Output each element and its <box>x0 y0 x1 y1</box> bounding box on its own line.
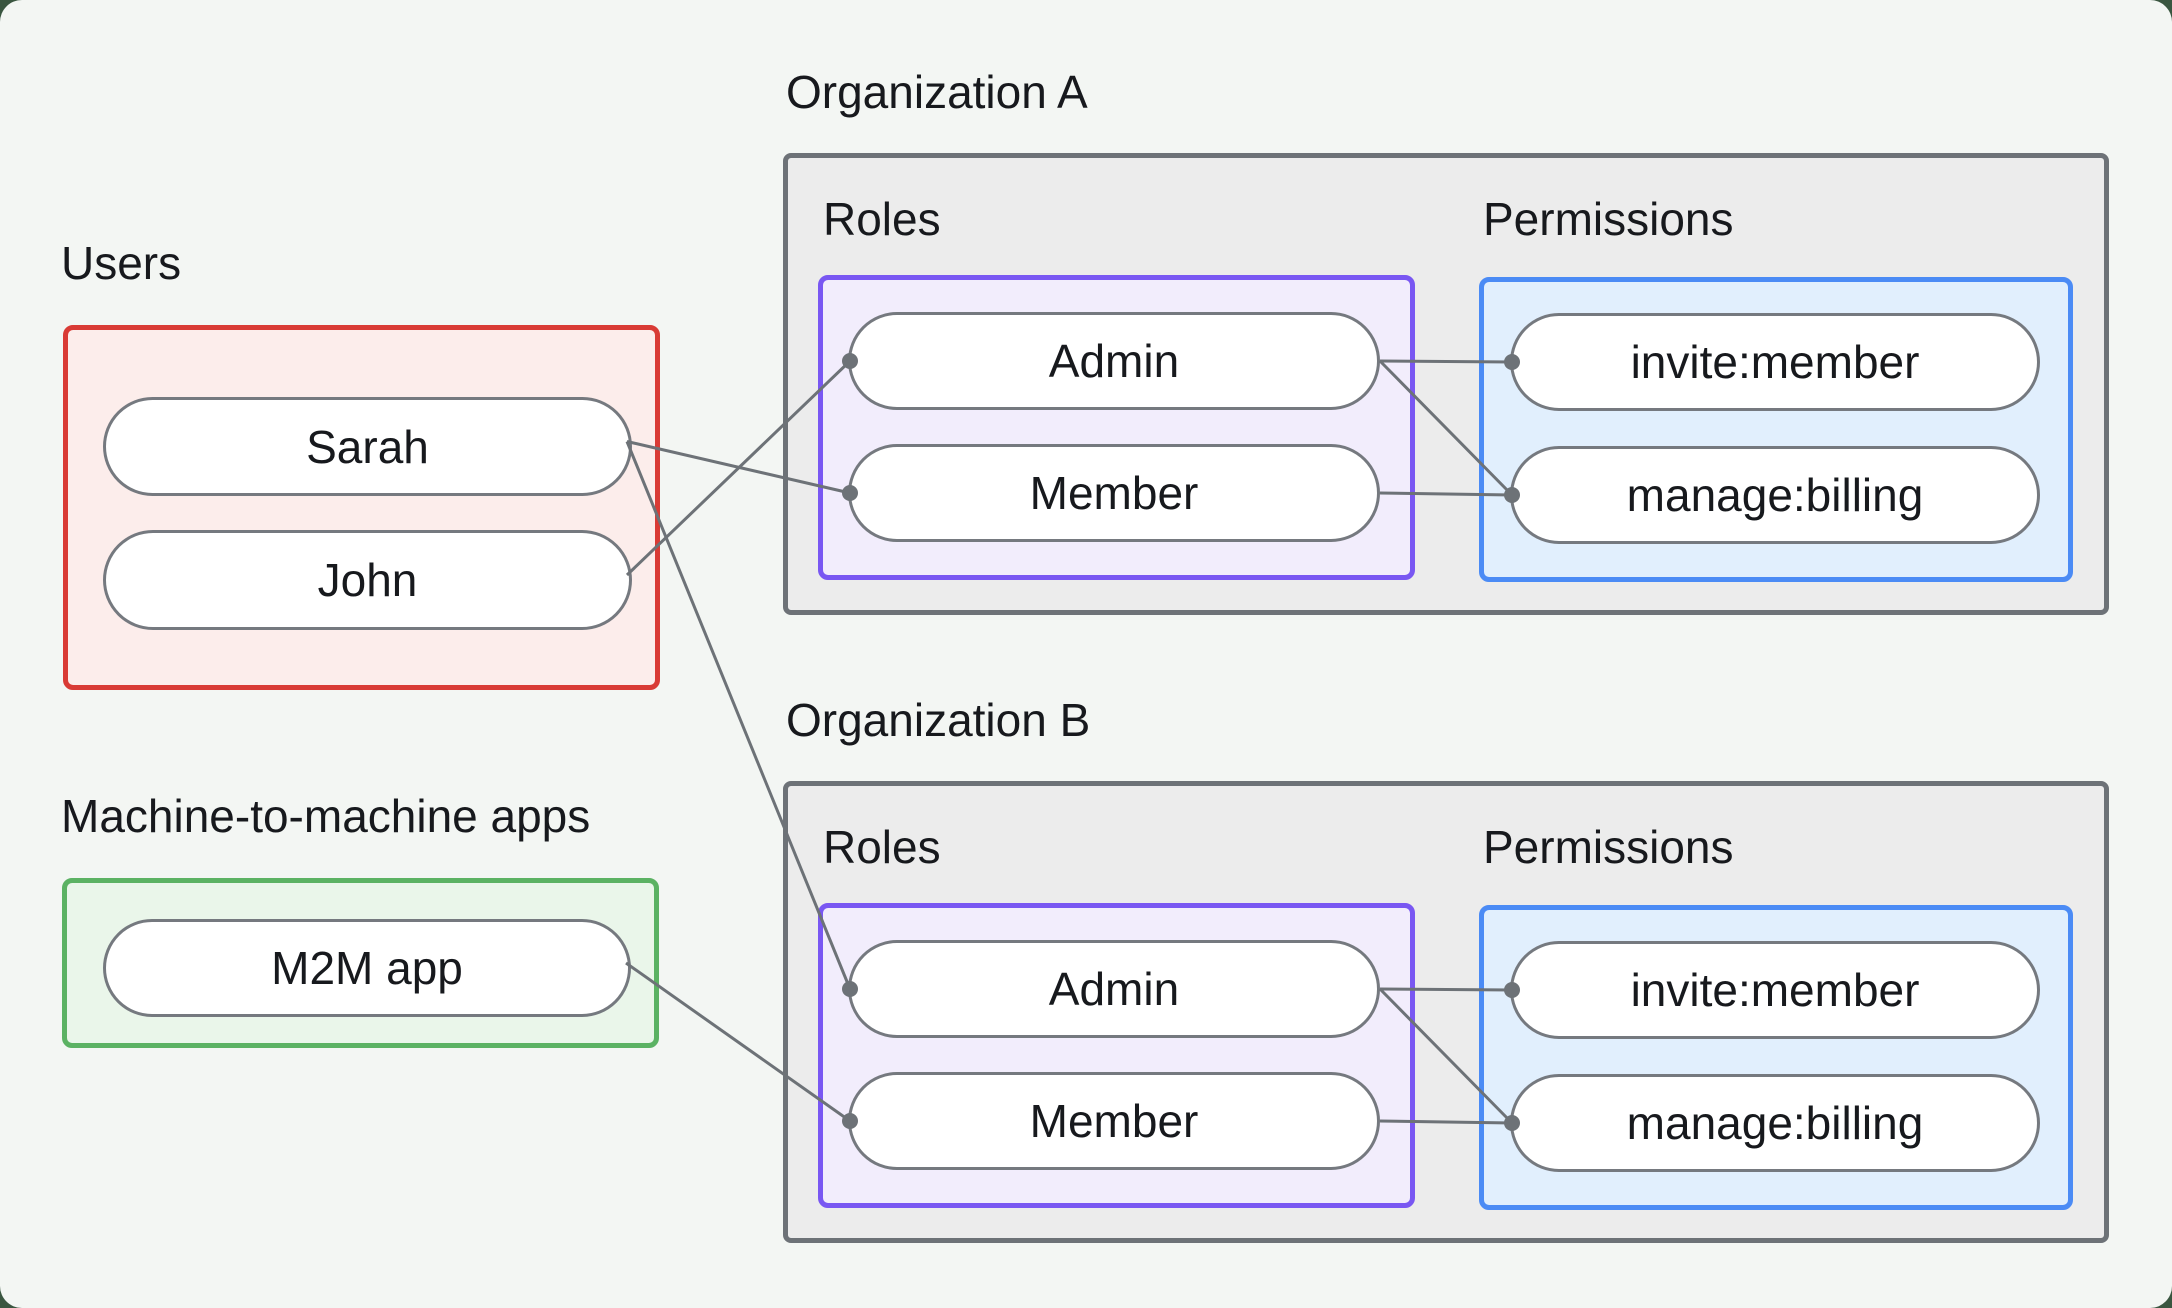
org-b-permissions-label: Permissions <box>1483 821 1734 873</box>
org-a-roles-box: Admin Member <box>818 275 1415 580</box>
org-b-permission-invite-member-label: invite:member <box>1630 964 1920 1016</box>
org-a-permissions-box: invite:member manage:billing <box>1479 277 2073 582</box>
org-a-title: Organization A <box>786 66 1088 118</box>
user-node-sarah: Sarah <box>103 397 632 496</box>
org-b-title: Organization B <box>786 694 1091 746</box>
m2m-app-node-label: M2M app <box>271 942 463 994</box>
org-a-role-admin-label: Admin <box>1048 335 1180 387</box>
org-b-permission-invite-member: invite:member <box>1510 941 2040 1039</box>
org-b-role-admin: Admin <box>848 940 1380 1038</box>
org-b-role-member-label: Member <box>1029 1095 1199 1147</box>
org-a-permission-manage-billing: manage:billing <box>1510 446 2040 544</box>
org-a-permission-invite-member: invite:member <box>1510 313 2040 411</box>
user-node-sarah-label: Sarah <box>306 420 429 473</box>
org-a-role-member: Member <box>848 444 1380 542</box>
org-a-permissions-label: Permissions <box>1483 193 1734 245</box>
user-node-john: John <box>103 530 632 630</box>
org-a-box: Roles Permissions Admin Member invite:me… <box>783 153 2109 615</box>
org-b-role-member: Member <box>848 1072 1380 1170</box>
org-b-permissions-box: invite:member manage:billing <box>1479 905 2073 1210</box>
org-a-permission-manage-billing-label: manage:billing <box>1626 469 1924 521</box>
org-a-role-admin: Admin <box>848 312 1380 410</box>
m2m-group-box: M2M app <box>62 878 659 1048</box>
org-a-permission-invite-member-label: invite:member <box>1630 336 1920 388</box>
org-b-roles-box: Admin Member <box>818 903 1415 1208</box>
org-a-role-member-label: Member <box>1029 467 1199 519</box>
users-group-box: Sarah John <box>63 325 660 690</box>
m2m-group-label: Machine-to-machine apps <box>61 790 591 842</box>
user-node-john-label: John <box>317 554 418 606</box>
org-b-permission-manage-billing-label: manage:billing <box>1626 1097 1924 1149</box>
users-group-label: Users <box>61 237 182 289</box>
m2m-app-node: M2M app <box>103 919 631 1017</box>
org-b-permission-manage-billing: manage:billing <box>1510 1074 2040 1172</box>
org-a-roles-label: Roles <box>823 193 941 245</box>
org-b-box: Roles Permissions Admin Member invite:me… <box>783 781 2109 1243</box>
org-b-roles-label: Roles <box>823 821 941 873</box>
org-b-role-admin-label: Admin <box>1048 963 1180 1015</box>
